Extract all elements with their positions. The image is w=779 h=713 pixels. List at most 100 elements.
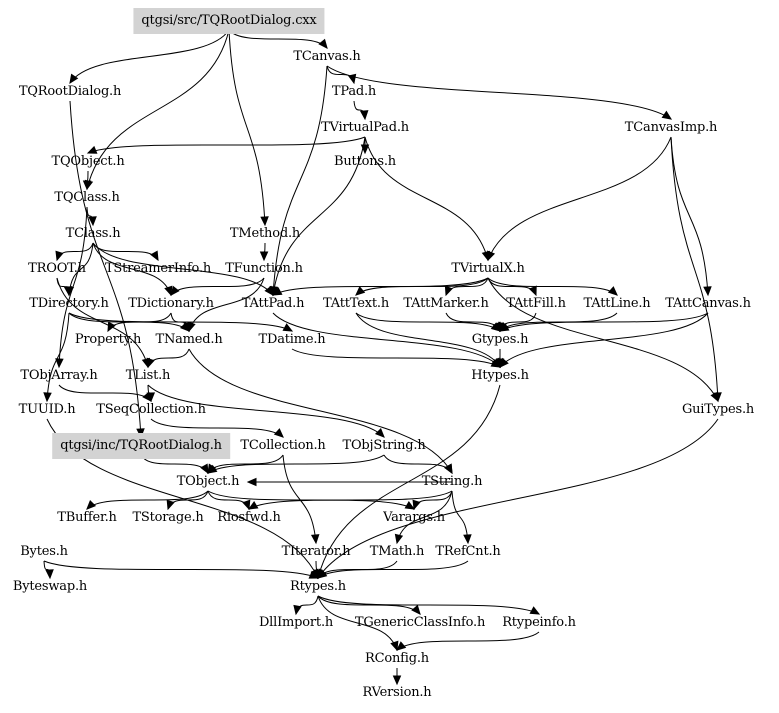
graph-node-tcanvasimp[interactable]: TCanvasImp.h [624, 120, 718, 135]
arrowhead-icon [392, 675, 402, 686]
graph-node-tbuffer[interactable]: TBuffer.h [57, 510, 117, 525]
edge-tqrootdialog-to-inc [69, 100, 142, 438]
graph-node-varargs[interactable]: Varargs.h [383, 510, 445, 525]
arrowhead-icon [45, 569, 54, 580]
graph-node-gtypes[interactable]: Gtypes.h [471, 332, 529, 347]
arrowhead-icon [107, 321, 116, 333]
graph-node-tnamed[interactable]: TNamed.h [155, 332, 223, 347]
graph-node-tvirtualx[interactable]: TVirtualX.h [451, 261, 525, 276]
graph-node-tattfill[interactable]: TAttFill.h [506, 296, 566, 311]
edge-tatttext-to-gtypes [355, 312, 501, 332]
arrowhead-icon [396, 641, 407, 651]
arrowhead-icon [661, 110, 673, 120]
graph-node-tobject[interactable]: TObject.h [176, 474, 240, 489]
arrowhead-icon [166, 499, 175, 511]
arrowhead-icon [55, 250, 64, 262]
graph-node-byteswap[interactable]: Byteswap.h [12, 579, 88, 594]
graph-node-property[interactable]: Property.h [74, 332, 142, 347]
edge-tclass-to-tattpad [92, 242, 274, 296]
edge-tdirectory-to-tuuid [46, 312, 70, 402]
graph-node-tseqcollection[interactable]: TSeqCollection.h [96, 402, 206, 417]
graph-node-tattline[interactable]: TAttLine.h [583, 296, 651, 311]
graph-node-buttons[interactable]: Buttons.h [334, 154, 396, 169]
graph-node-tstorage[interactable]: TStorage.h [132, 510, 204, 525]
arrowhead-icon [164, 285, 173, 297]
graph-node-rtypeinfo[interactable]: Rtypeinfo.h [502, 615, 576, 630]
arrowhead-icon [55, 358, 64, 369]
graph-node-troot[interactable]: TROOT.h [28, 261, 86, 276]
graph-node-tqclass[interactable]: TQClass.h [54, 190, 120, 205]
graph-node-tdictionary[interactable]: TDictionary.h [128, 296, 214, 311]
graph-node-tqobject[interactable]: TQObject.h [51, 154, 125, 169]
graph-node-tobjstring[interactable]: TObjString.h [342, 438, 426, 453]
graph-node-inc[interactable]: qtgsi/inc/TQRootDialog.h [52, 433, 230, 459]
graph-node-tuuid[interactable]: TUUID.h [18, 402, 76, 417]
graph-node-tclass[interactable]: TClass.h [65, 226, 121, 241]
graph-node-tmath[interactable]: TMath.h [369, 544, 425, 559]
edge-rtypes-to-rconfig [317, 595, 398, 651]
arrowhead-icon [260, 216, 269, 227]
edge-tlist-to-tobjstring [147, 384, 385, 438]
graph-node-tattcanvas[interactable]: TAttCanvas.h [665, 296, 751, 311]
graph-node-tlist[interactable]: TList.h [125, 368, 171, 383]
graph-node-rconfig[interactable]: RConfig.h [365, 651, 429, 666]
arrowhead-icon [529, 606, 541, 615]
graph-node-tfunction[interactable]: TFunction.h [225, 261, 303, 276]
graph-node-guitypes[interactable]: GuiTypes.h [681, 402, 755, 417]
graph-node-tpad[interactable]: TPad.h [331, 84, 377, 99]
arrowhead-icon [490, 359, 502, 368]
graph-node-tattmarker[interactable]: TAttMarker.h [403, 296, 489, 311]
arrowhead-icon [463, 534, 472, 545]
edge-trefcnt-to-rtypes [317, 560, 469, 579]
graph-node-tstring[interactable]: TString.h [421, 474, 483, 489]
arrowhead-icon [271, 287, 283, 296]
arrowhead-icon [703, 286, 712, 297]
edge-src-to-tmethod [228, 29, 266, 226]
edge-tcanvas-to-tcanvasimp [326, 65, 672, 120]
graph-node-htypes[interactable]: Htypes.h [471, 368, 529, 383]
graph-node-tcollection[interactable]: TCollection.h [240, 438, 326, 453]
graph-node-trefcnt[interactable]: TRefCnt.h [435, 544, 501, 559]
edge-tattcanvas-to-gtypes [499, 312, 709, 332]
edge-src-to-tqrootdialog [69, 29, 230, 84]
edge-rtypes-to-rtypeinfo [317, 595, 540, 615]
edge-tcanvasimp-to-guitypes [670, 136, 719, 402]
graph-node-tstreamerinfo[interactable]: TStreamerInfo.h [104, 261, 212, 276]
graph-node-tvirtualpad[interactable]: TVirtualPad.h [321, 120, 409, 135]
edge-tcanvasimp-to-tvirtualx [487, 136, 672, 261]
arrowhead-icon [318, 38, 328, 49]
edge-tattpad-to-htypes [272, 312, 501, 368]
arrowhead-icon [412, 499, 421, 511]
graph-node-tdirectory[interactable]: TDirectory.h [29, 296, 109, 311]
graph-node-rversion[interactable]: RVersion.h [362, 685, 432, 700]
graph-node-rtypes[interactable]: Rtypes.h [290, 579, 346, 594]
arrowhead-icon [146, 392, 156, 403]
arrowhead-icon [495, 358, 505, 369]
graph-node-tobjarray[interactable]: TObjArray.h [20, 368, 98, 383]
edge-tatttext-to-htypes [355, 312, 501, 368]
arrowhead-icon [146, 357, 155, 369]
graph-node-tmethod[interactable]: TMethod.h [229, 226, 301, 241]
edge-tseqcollection-to-tcollection [150, 418, 284, 438]
graph-node-tqrootdialog[interactable]: TQRootDialog.h [18, 84, 122, 99]
graph-node-riosfwd[interactable]: Riosfwd.h [217, 510, 281, 525]
graph-node-tattpad[interactable]: TAttPad.h [241, 296, 305, 311]
graph-node-dllimport[interactable]: DllImport.h [258, 615, 334, 630]
arrowhead-icon [308, 570, 320, 579]
graph-node-tdatime[interactable]: TDatime.h [258, 332, 326, 347]
graph-node-titerator[interactable]: TIterator.h [281, 544, 351, 559]
edge-guitypes-to-rtypes [317, 418, 719, 579]
arrowhead-icon [43, 392, 52, 403]
edge-tvirtualpad-to-tqobject [87, 136, 366, 154]
arrowhead-icon [86, 499, 97, 510]
graph-node-tatttext[interactable]: TAttText.h [323, 296, 389, 311]
graph-node-tcanvas[interactable]: TCanvas.h [293, 49, 361, 64]
arrowhead-icon [355, 286, 366, 296]
arrowhead-icon [247, 501, 259, 510]
arrowhead-icon [404, 501, 416, 510]
graph-node-bytes[interactable]: Bytes.h [20, 544, 68, 559]
graph-node-src[interactable]: qtgsi/src/TQRootDialog.cxx [133, 8, 325, 34]
edge-src-to-tqclass [86, 29, 230, 190]
graph-node-tgenericclassinfo[interactable]: TGenericClassInfo.h [354, 615, 486, 630]
